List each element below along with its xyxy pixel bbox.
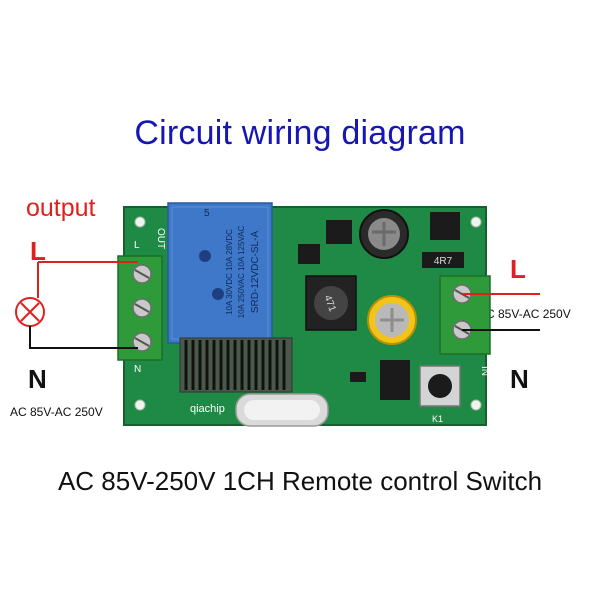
left-neutral-wire <box>29 326 138 349</box>
mounting-hole <box>470 216 482 228</box>
left-line-label: L <box>30 236 46 266</box>
resistor-label: 4R7 <box>434 256 453 267</box>
right-voltage-label: AC 85V-AC 250V <box>478 307 571 321</box>
mounting-hole <box>134 399 146 411</box>
resistor <box>422 252 464 268</box>
ic-chip <box>326 220 352 244</box>
out-silkscreen: OUT <box>155 228 166 249</box>
relay-rating-text: 10A 250VAC 10A 125VAC <box>237 225 246 318</box>
chip-brand-label: qiachip <box>190 403 225 415</box>
ic-chip <box>380 360 410 400</box>
output-label: output <box>26 194 96 222</box>
ic-chip <box>430 212 460 240</box>
pin-label-l: L <box>134 240 140 251</box>
pin-label-n: N <box>134 364 141 375</box>
electrolytic-capacitor-top <box>359 209 409 259</box>
output-terminal-block <box>117 255 163 361</box>
in-silkscreen: IN <box>479 366 490 376</box>
relay-rating-text-2: 10A 30VDC 10A 28VDC <box>225 229 234 315</box>
product-caption: AC 85V-250V 1CH Remote control Switch <box>57 466 543 496</box>
relay-model-text: SRD-12VDC-SL-A <box>250 231 261 314</box>
ic-chip <box>298 244 320 264</box>
mounting-hole <box>470 399 482 411</box>
button-label: K1 <box>432 414 443 424</box>
ic-chip <box>350 372 366 382</box>
right-neutral-label: N <box>510 364 529 394</box>
electrolytic-capacitor-bottom <box>367 295 417 345</box>
push-button <box>419 365 461 407</box>
right-line-label: L <box>510 254 526 284</box>
inductor <box>305 275 357 331</box>
antenna-coil <box>179 337 293 393</box>
relay-number: 5 <box>204 208 210 219</box>
lamp-icon <box>15 297 45 327</box>
mounting-hole <box>134 216 146 228</box>
diagram-title: Circuit wiring diagram <box>134 114 466 152</box>
crystal-oscillator <box>235 393 329 427</box>
input-terminal-block <box>439 275 491 355</box>
left-voltage-label: AC 85V-AC 250V <box>10 405 103 419</box>
left-neutral-label: N <box>28 364 47 394</box>
